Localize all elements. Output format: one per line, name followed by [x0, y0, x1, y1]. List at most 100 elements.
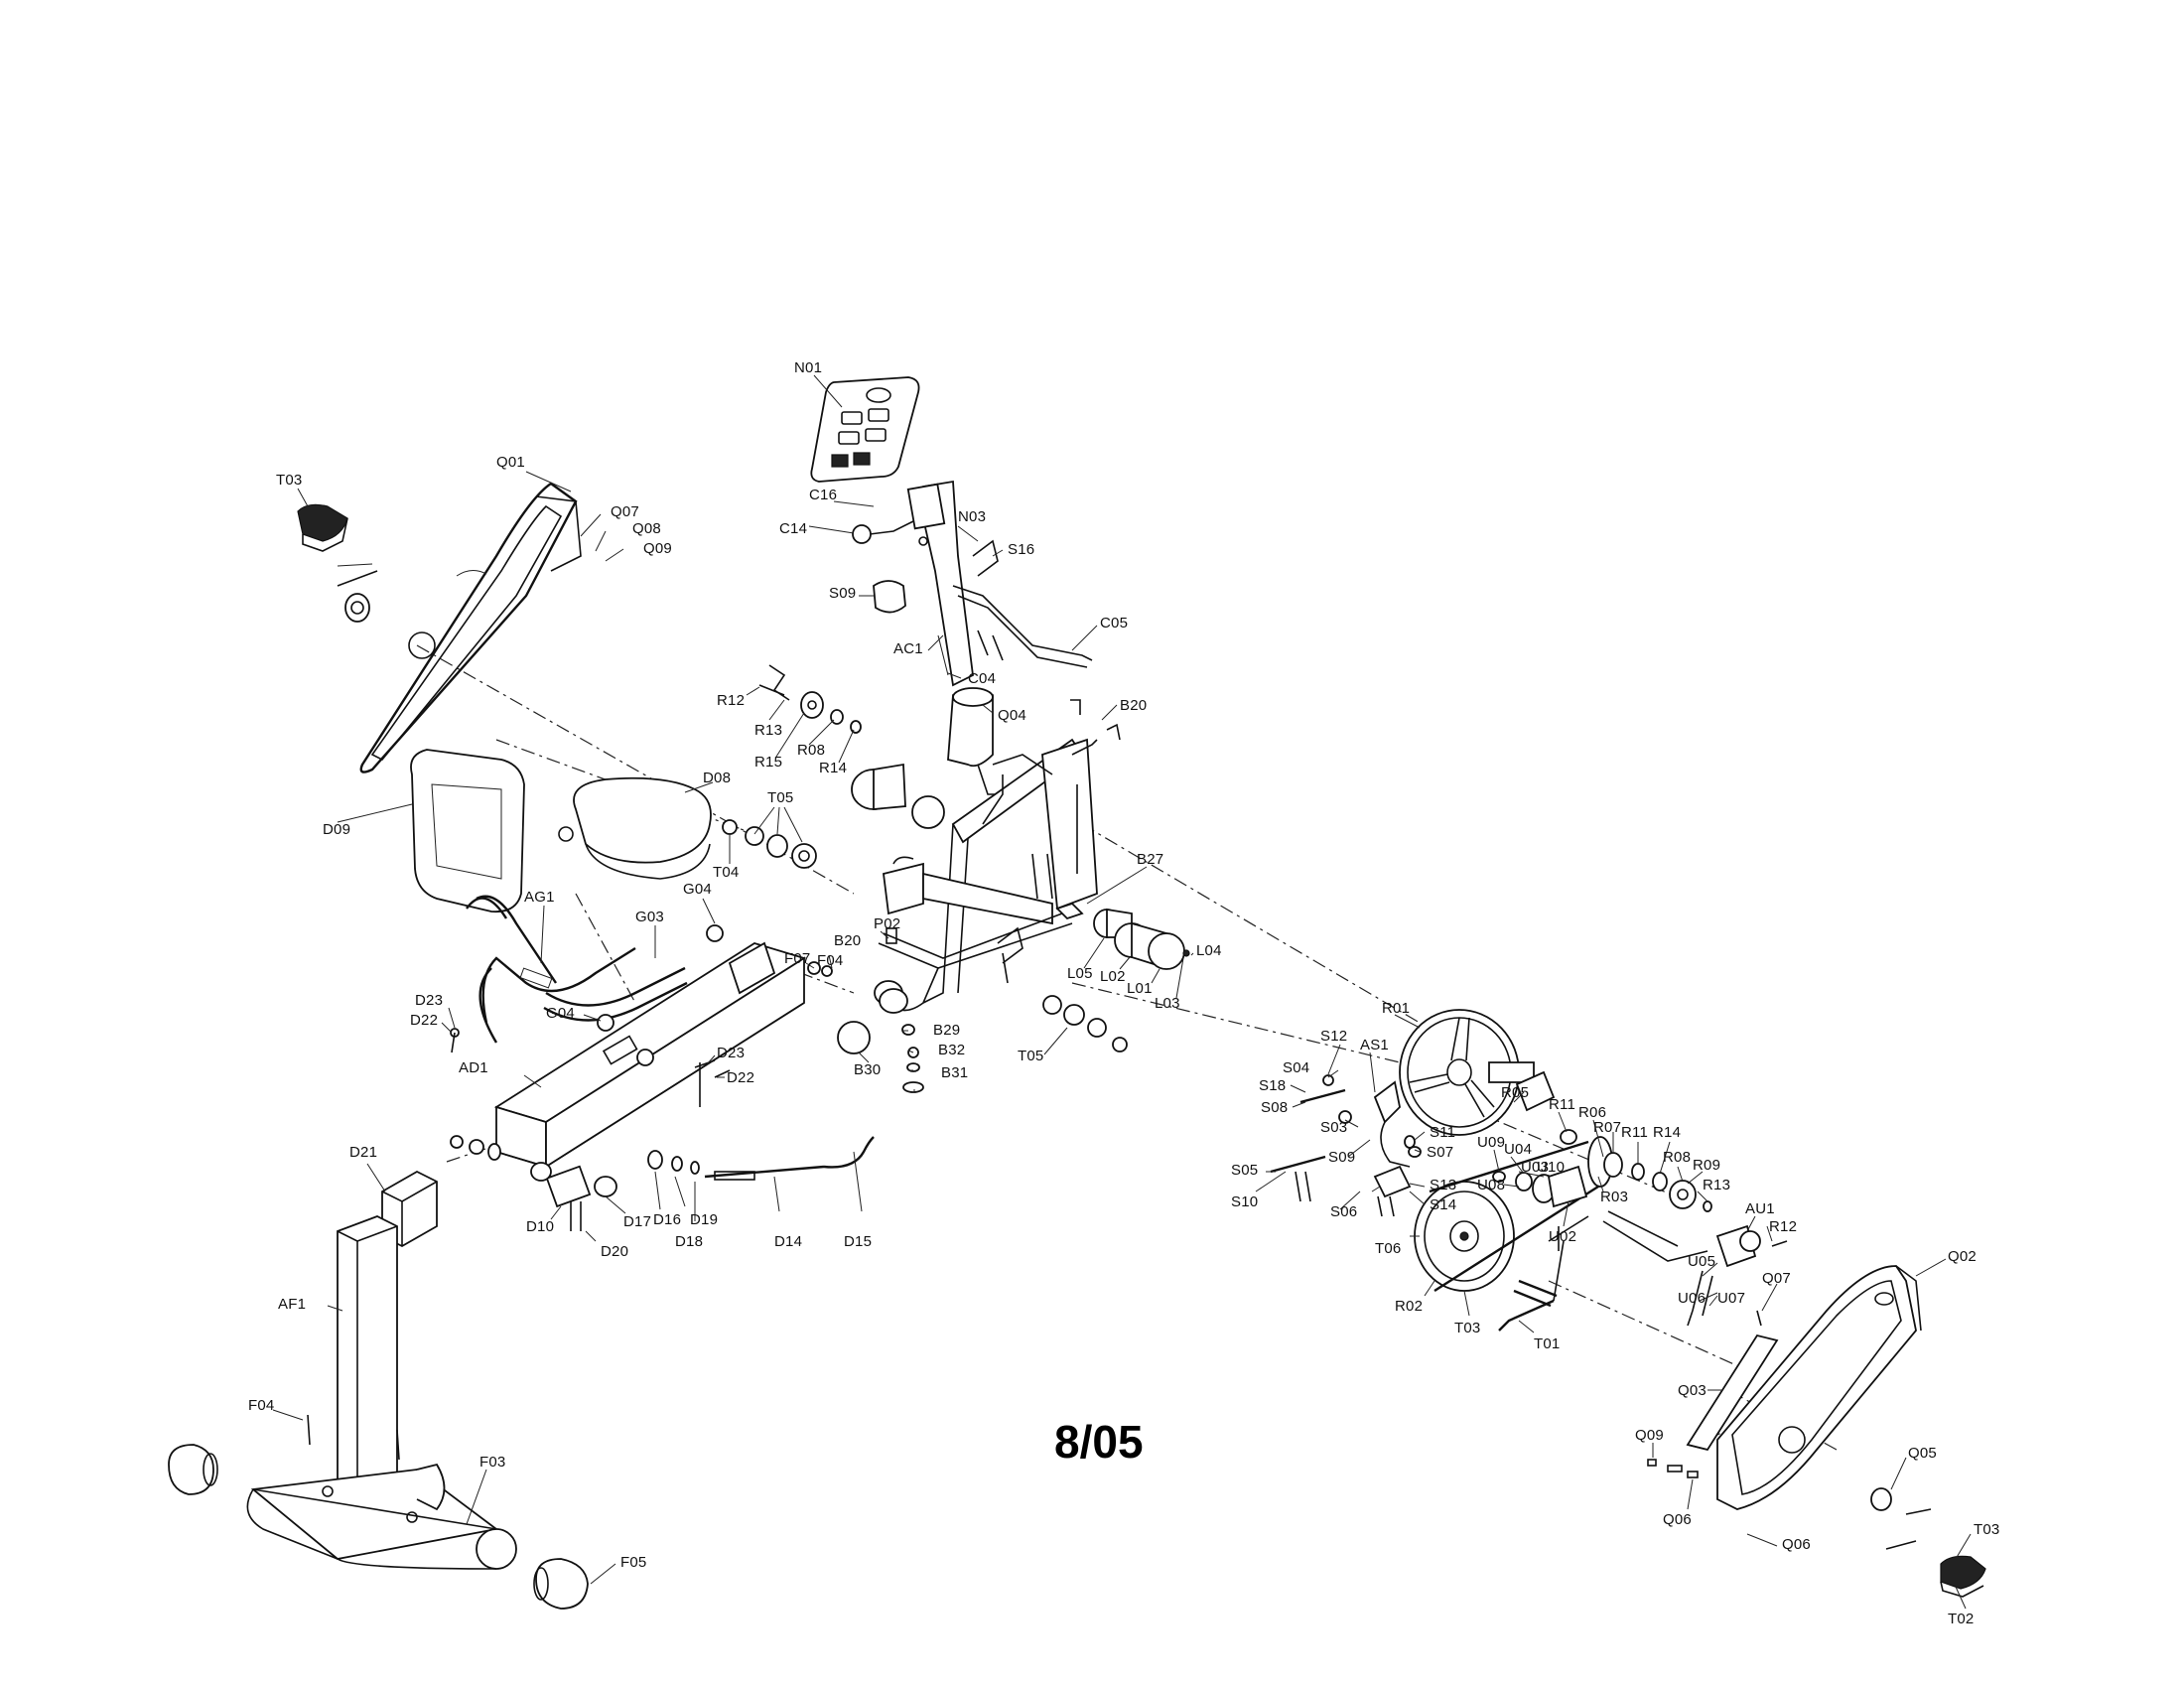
- label-g03: G03: [635, 909, 664, 925]
- right-shroud-fasteners: [1647, 1310, 1762, 1478]
- label-f04-lower: F04: [248, 1397, 274, 1414]
- pedal-t03-right: [1870, 1487, 1986, 1598]
- seat-rail-ad1: [493, 941, 807, 1169]
- label-q06-left: Q06: [1663, 1511, 1692, 1528]
- label-f05: F05: [620, 1554, 646, 1571]
- label-d20: D20: [601, 1243, 628, 1260]
- label-q07-left: Q07: [611, 503, 639, 520]
- crank-t01: [1498, 1215, 1589, 1332]
- label-u10: U10: [1537, 1159, 1565, 1176]
- label-n01: N01: [794, 359, 822, 376]
- label-r08-upper: R08: [797, 742, 825, 759]
- seat-d08: [573, 776, 712, 880]
- label-b32: B32: [938, 1042, 965, 1058]
- label-b27: B27: [1137, 851, 1163, 868]
- label-g04-lower: G04: [546, 1005, 575, 1022]
- label-d22-left: D22: [410, 1012, 438, 1029]
- tension-assembly: [1270, 1074, 1422, 1217]
- label-r13-lower: R13: [1703, 1177, 1730, 1193]
- label-q07-right: Q07: [1762, 1270, 1791, 1287]
- label-s09-lower: S09: [1328, 1149, 1355, 1166]
- label-q04: Q04: [998, 707, 1026, 724]
- label-c16: C16: [809, 487, 837, 503]
- label-r06: R06: [1578, 1104, 1606, 1121]
- leader-lines: [272, 374, 1972, 1610]
- label-l04: L04: [1196, 942, 1222, 959]
- label-l05: L05: [1067, 965, 1093, 982]
- label-q03: Q03: [1678, 1382, 1706, 1399]
- front-bracket-d21: [381, 1135, 617, 1248]
- label-ac1: AC1: [893, 640, 923, 657]
- label-u07: U07: [1717, 1290, 1745, 1307]
- label-d23-right: D23: [717, 1045, 745, 1061]
- label-r12-lower: R12: [1769, 1218, 1797, 1235]
- label-u09: U09: [1477, 1134, 1505, 1151]
- seat-post-q04: [947, 687, 998, 795]
- adjust-knob-d14-d15: [647, 1062, 875, 1181]
- handlebar-post-ac1: [852, 480, 1093, 687]
- label-t03-left: T03: [276, 472, 302, 489]
- label-q06-bottom: Q06: [1782, 1536, 1811, 1553]
- label-s04: S04: [1283, 1059, 1309, 1076]
- label-s08: S08: [1261, 1099, 1288, 1116]
- label-u04: U04: [1504, 1141, 1532, 1158]
- label-s07: S07: [1427, 1144, 1453, 1161]
- label-b29: B29: [933, 1022, 960, 1039]
- label-r14-lower: R14: [1653, 1124, 1681, 1141]
- label-u05: U05: [1688, 1253, 1715, 1270]
- left-shroud-q01: [359, 482, 582, 773]
- label-d18: D18: [675, 1233, 703, 1250]
- seat-frame-ag1: [466, 895, 724, 1044]
- label-r03: R03: [1600, 1189, 1628, 1205]
- label-r09: R09: [1693, 1157, 1720, 1174]
- label-s10: S10: [1231, 1193, 1258, 1210]
- label-u02: U02: [1549, 1228, 1576, 1245]
- label-t05-lower: T05: [1018, 1048, 1043, 1064]
- end-caps-f05: [168, 1444, 589, 1610]
- label-n03: N03: [958, 508, 986, 525]
- label-r07: R07: [1593, 1119, 1621, 1136]
- label-t06: T06: [1375, 1240, 1401, 1257]
- label-s14: S14: [1430, 1196, 1456, 1213]
- label-d08: D08: [703, 770, 731, 786]
- label-d16: D16: [653, 1211, 681, 1228]
- label-d19: D19: [690, 1211, 718, 1228]
- label-s16: S16: [1008, 541, 1034, 558]
- main-frame-b27: [874, 738, 1098, 1012]
- label-p02: P02: [874, 915, 900, 932]
- label-t05-upper: T05: [767, 789, 793, 806]
- label-t04: T04: [713, 864, 739, 881]
- front-leg-af1: [337, 1215, 398, 1515]
- label-u08: U08: [1477, 1177, 1505, 1193]
- label-af1: AF1: [278, 1296, 306, 1313]
- right-shroud-q02: [1716, 1265, 1922, 1510]
- label-d10: D10: [526, 1218, 554, 1235]
- flywheel-r01: [1399, 1009, 1535, 1136]
- label-g04-upper: G04: [683, 881, 712, 898]
- label-ag1: AG1: [524, 889, 555, 906]
- label-d21: D21: [349, 1144, 377, 1161]
- label-q09-right: Q09: [1635, 1427, 1664, 1444]
- label-b20-lower: B20: [834, 932, 861, 949]
- label-d14: D14: [774, 1233, 802, 1250]
- label-d22-right: D22: [727, 1069, 754, 1086]
- washers-t05-lower: [1042, 995, 1128, 1052]
- label-q09-left: Q09: [643, 540, 672, 557]
- stabilizer-f03: [246, 1414, 517, 1570]
- label-q05: Q05: [1908, 1445, 1937, 1462]
- console-n01: [810, 376, 920, 483]
- label-r08-lower: R08: [1663, 1149, 1691, 1166]
- label-s11: S11: [1430, 1124, 1455, 1141]
- label-b31: B31: [941, 1064, 968, 1081]
- label-as1: AS1: [1360, 1037, 1389, 1053]
- label-f04-upper: F04: [817, 952, 843, 969]
- label-s06: S06: [1330, 1203, 1357, 1220]
- label-l03: L03: [1155, 995, 1180, 1012]
- label-r13-upper: R13: [754, 722, 782, 739]
- pulley-r02: [1414, 1136, 1613, 1293]
- label-d23-left: D23: [415, 992, 443, 1009]
- label-d17: D17: [623, 1213, 651, 1230]
- label-u03: U03: [1521, 1159, 1549, 1176]
- label-c04: C04: [968, 670, 996, 687]
